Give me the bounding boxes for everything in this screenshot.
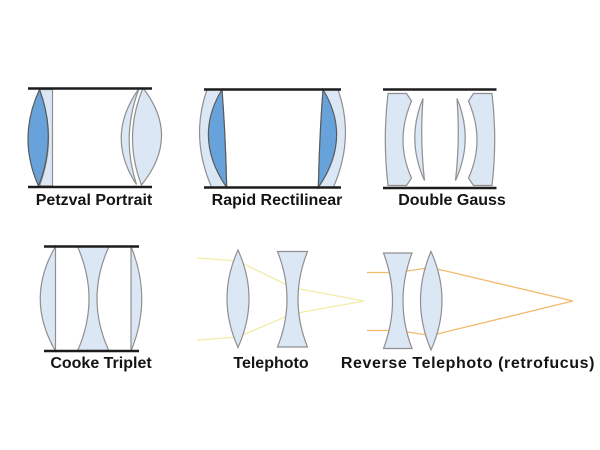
label-reverse-telephoto: Reverse Telephoto (retrofucus) — [340, 355, 596, 372]
front-plano-convex — [39, 244, 57, 354]
telephoto-diagram — [196, 248, 365, 349]
rear-thin-meniscus — [454, 98, 466, 181]
label-petzval-portrait: Petzval Portrait — [35, 192, 153, 209]
middle-biconcave — [76, 245, 110, 352]
label-rapid-rectilinear: Rapid Rectilinear — [211, 192, 343, 209]
petzval-portrait-diagram — [27, 86, 163, 189]
rear-thick-meniscus — [467, 92, 496, 187]
rear-meniscus-element — [120, 88, 140, 185]
label-double-gauss: Double Gauss — [398, 192, 506, 209]
label-telephoto: Telephoto — [233, 355, 309, 372]
cooke-triplet-diagram — [39, 244, 143, 354]
front-biconcave — [382, 252, 413, 350]
light-ray-bottom — [196, 300, 365, 341]
rear-biconvex — [419, 250, 443, 352]
rapid-rectilinear-diagram — [198, 87, 347, 190]
light-ray-top — [196, 257, 365, 302]
light-ray-top — [367, 266, 574, 302]
light-ray-bottom — [367, 300, 574, 337]
label-cooke-triplet: Cooke Triplet — [50, 355, 152, 372]
rear-biconvex-element — [131, 86, 163, 187]
rear-plano-convex — [130, 246, 143, 352]
double-gauss-diagram — [383, 88, 497, 190]
front-thin-meniscus — [414, 98, 426, 181]
front-thick-meniscus — [384, 92, 413, 187]
front-biconvex — [226, 248, 250, 349]
rear-biconcave — [276, 250, 309, 348]
reverse-telephoto-diagram — [367, 250, 574, 352]
